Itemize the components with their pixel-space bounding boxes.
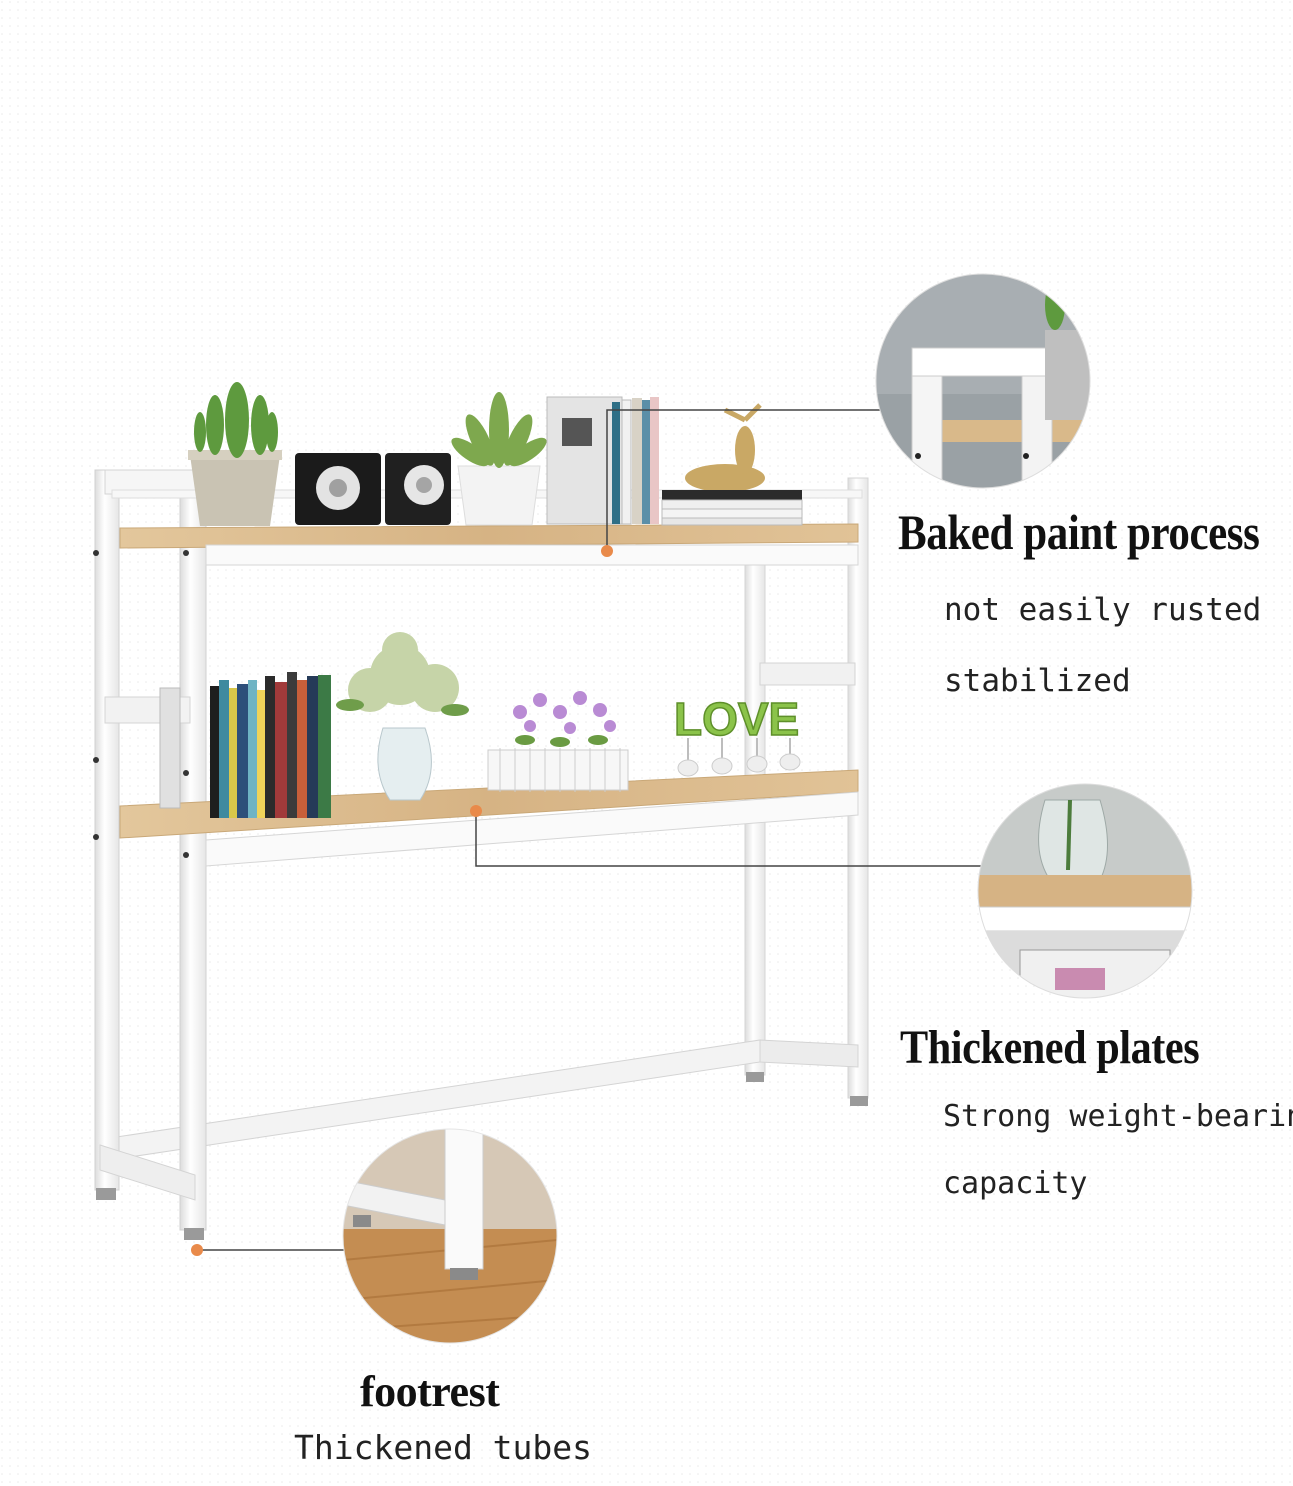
love-sign: LOVE <box>674 693 799 745</box>
lower-shelf-decor: LOVE <box>159 632 801 818</box>
callout-line-rust: not easily rusted <box>944 592 1262 628</box>
anchor-dots <box>191 545 613 1256</box>
detail-circle-footrest <box>342 1128 558 1344</box>
callout-line-stabilized: stabilized <box>944 663 1131 699</box>
callout-line-tubes: Thickened tubes <box>294 1428 593 1467</box>
upper-shelf-decor <box>188 382 803 526</box>
callout-line-weight: Strong weight-bearing <box>943 1099 1293 1134</box>
leader-lines <box>197 409 985 1251</box>
callout-title-plates: Thickened plates <box>900 1021 1200 1074</box>
callout-title-paint: Baked paint process <box>898 504 1260 560</box>
callout-title-footrest: footrest <box>360 1367 500 1416</box>
detail-circle-paint <box>875 273 1091 489</box>
callout-line-capacity: capacity <box>943 1166 1088 1201</box>
